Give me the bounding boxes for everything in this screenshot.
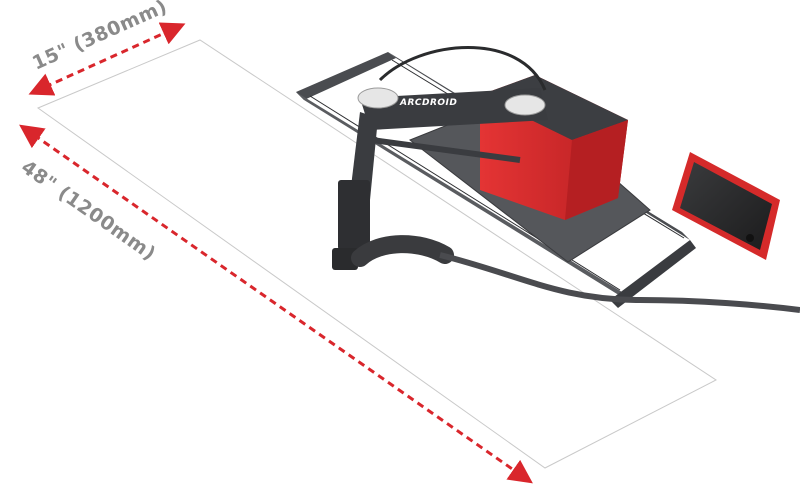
width-dimension-arrow [28,22,186,96]
pendant-controller [672,152,780,260]
control-cable [378,46,547,91]
welding-torch [332,180,454,270]
pendant-knob [746,234,754,242]
arm-joint-left [357,87,399,109]
arcdroid-logo: ARCDROID [399,98,457,108]
robot-arm: ARCDROID [350,87,548,200]
arm-joint-right [504,94,546,116]
length-dimension-arrow [19,124,533,484]
torch-cable [439,252,800,313]
